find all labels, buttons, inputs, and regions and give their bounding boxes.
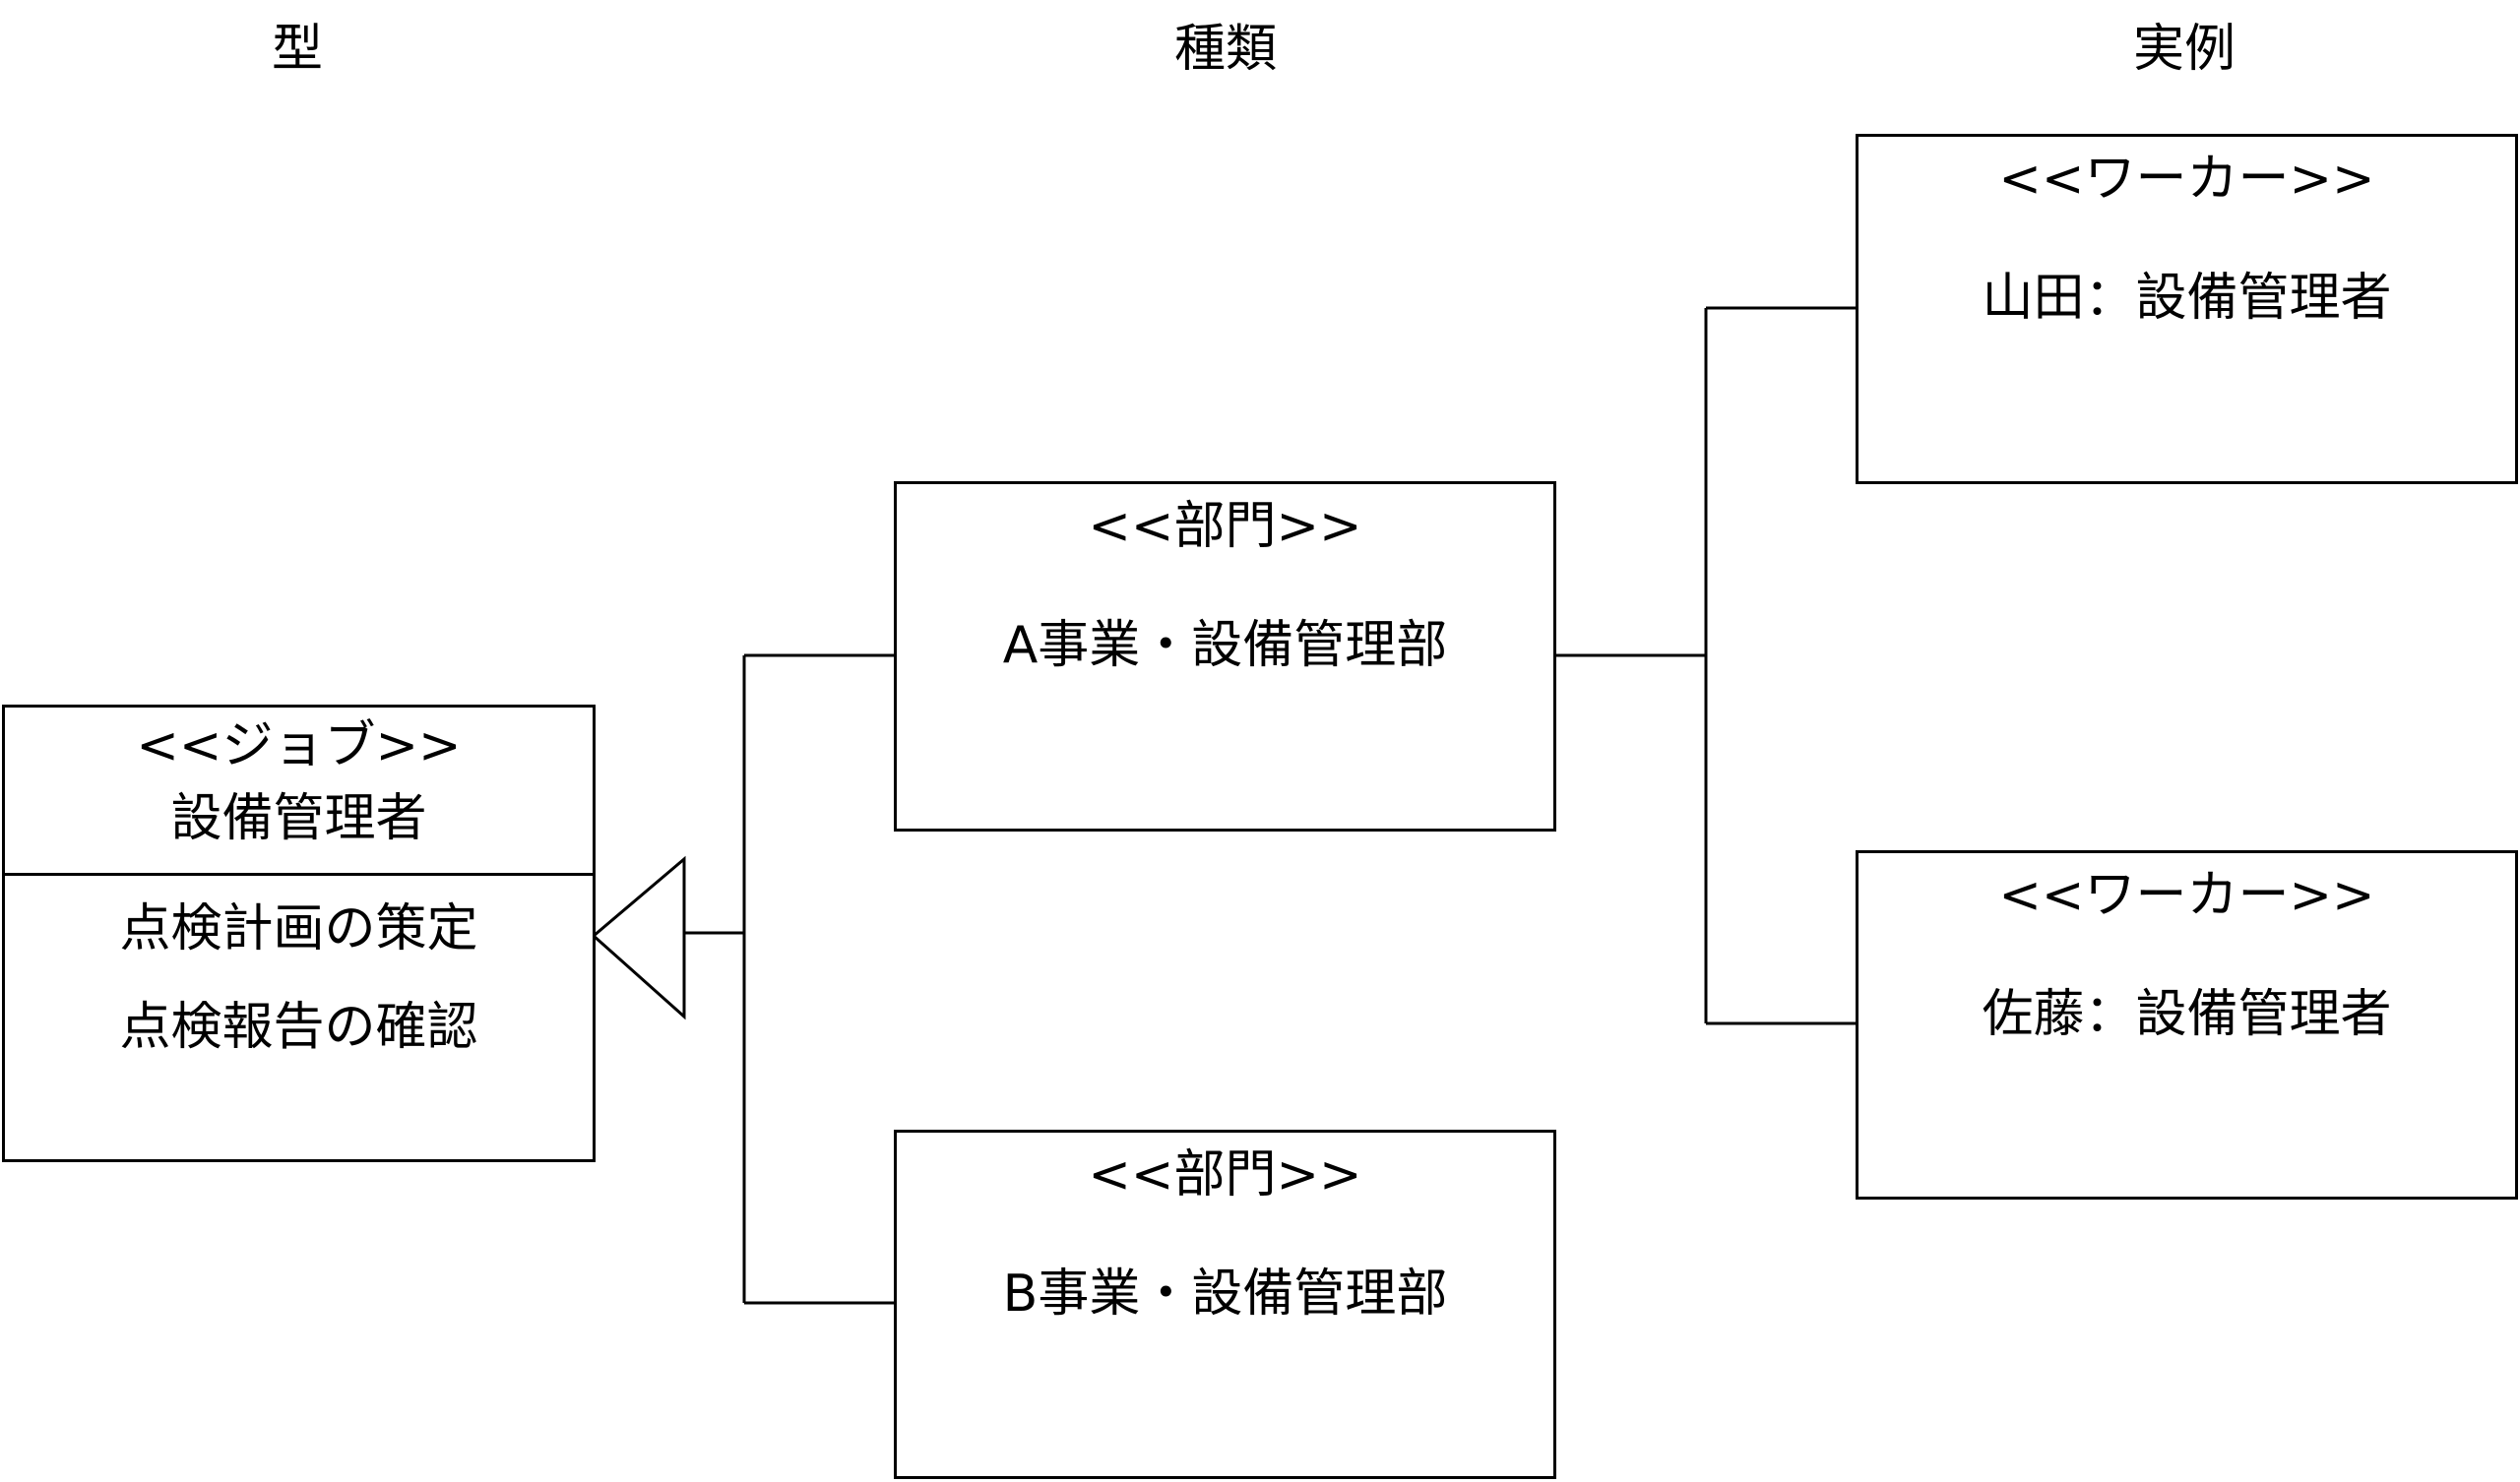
header-type: 型 — [271, 20, 323, 79]
department-stereotype: <<部門>> — [1088, 497, 1362, 556]
job-stereotype: <<ジョブ>> — [136, 716, 462, 775]
job-name: 設備管理者 — [170, 789, 427, 848]
department-name: A事業・設備管理部 — [1002, 616, 1448, 675]
worker-stereotype: <<ワーカー>> — [1998, 150, 2375, 209]
worker-box-yamada: <<ワーカー>> 山田：設備管理者 — [1856, 134, 2518, 484]
department-box-b: <<部門>> B事業・設備管理部 — [894, 1130, 1556, 1479]
department-box-a: <<部門>> A事業・設備管理部 — [894, 481, 1556, 832]
department-stereotype: <<部門>> — [1088, 1145, 1362, 1204]
generalization-arrowhead — [591, 855, 686, 1020]
worker-stereotype: <<ワーカー>> — [1998, 866, 2375, 925]
header-instance: 実例 — [2132, 20, 2236, 79]
job-duty: 点検報告の確認 — [119, 998, 478, 1057]
department-name: B事業・設備管理部 — [1002, 1265, 1448, 1324]
header-kind: 種類 — [1173, 20, 1277, 79]
worker-name: 佐藤：設備管理者 — [1982, 985, 2392, 1044]
job-class-duties: 点検計画の策定 点検報告の確認 — [5, 876, 593, 1159]
worker-name: 山田：設備管理者 — [1982, 269, 2392, 328]
worker-box-sato: <<ワーカー>> 佐藤：設備管理者 — [1856, 850, 2518, 1200]
job-class-box: <<ジョブ>> 設備管理者 点検計画の策定 点検報告の確認 — [2, 705, 596, 1162]
job-class-header: <<ジョブ>> 設備管理者 — [5, 708, 593, 876]
job-duty: 点検計画の策定 — [119, 899, 478, 958]
